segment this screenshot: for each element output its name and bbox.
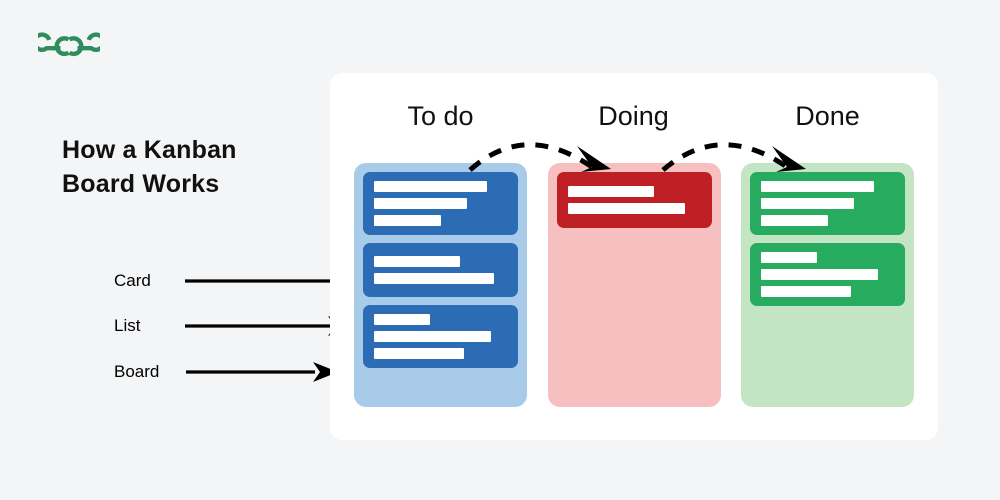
card-line — [374, 348, 465, 359]
card-line — [374, 331, 492, 342]
card-line — [761, 286, 852, 297]
card-done-2[interactable] — [750, 243, 905, 306]
column-doing[interactable] — [547, 163, 721, 407]
card-line — [374, 273, 494, 284]
page-title: How a Kanban Board Works — [62, 133, 322, 201]
page-title-line-2: Board Works — [62, 170, 220, 198]
annotation-board-arrow — [186, 362, 338, 382]
card-todo-3[interactable] — [363, 305, 518, 368]
annotation-group: Card List Board — [0, 0, 370, 500]
card-line — [374, 198, 468, 209]
column-title-todo: To do — [407, 101, 474, 131]
card-line — [374, 256, 461, 267]
card-line — [374, 181, 488, 192]
annotation-list-arrow — [185, 316, 353, 336]
card-line — [374, 215, 441, 226]
annotation-list-label: List — [114, 316, 141, 335]
card-line — [374, 314, 430, 325]
column-title-done: Done — [795, 101, 860, 131]
card-line — [761, 269, 879, 280]
card-line — [761, 181, 875, 192]
kanban-columns — [354, 163, 914, 407]
card-line — [567, 186, 654, 197]
page-title-line-1: How a Kanban — [62, 136, 237, 164]
card-doing-1[interactable] — [556, 172, 712, 228]
card-line — [761, 198, 855, 209]
card-done-1[interactable] — [750, 172, 905, 235]
card-todo-2[interactable] — [363, 243, 518, 297]
annotation-board-label: Board — [114, 362, 160, 381]
column-todo[interactable] — [354, 163, 527, 407]
card-line — [761, 215, 828, 226]
card-line — [761, 252, 817, 263]
card-line — [567, 203, 685, 214]
annotation-list: List — [114, 313, 140, 339]
annotation-board: Board — [114, 359, 159, 385]
kanban-board-panel: To do Doing Done — [330, 73, 938, 440]
annotation-card: Card — [114, 268, 151, 294]
column-title-doing: Doing — [598, 101, 669, 131]
column-done[interactable] — [741, 163, 914, 407]
card-todo-1[interactable] — [363, 172, 518, 235]
annotation-card-label: Card — [114, 271, 151, 290]
